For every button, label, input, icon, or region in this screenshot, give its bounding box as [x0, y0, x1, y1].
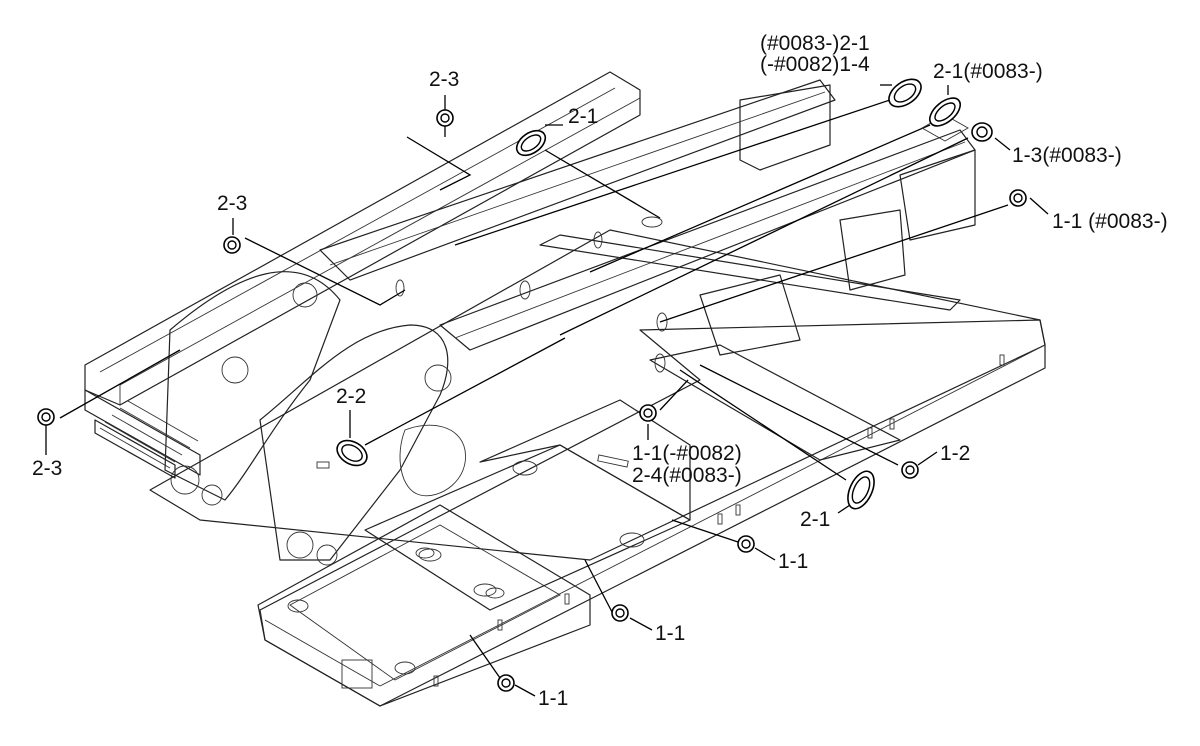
callout-labels: 2-3 2-1 (#0083-)2-1 (-#0082)1-4 2-1(#008… [32, 32, 1168, 710]
oval-grommet-2-2 [336, 439, 368, 467]
grommet-1-1-mid [639, 404, 657, 422]
callout-1-1-middle: 1-1 [655, 622, 685, 645]
callout-2-3-top: 2-3 [429, 68, 459, 91]
callout-2-4-0083: 2-4(#0083-) [632, 464, 742, 487]
leader-lines [45, 84, 1049, 697]
callout-1-1-0082: 1-1(-#0082) [632, 442, 742, 465]
callout-2-1-bottom: 2-1 [800, 508, 830, 531]
callout-2-3-left: 2-3 [217, 192, 247, 215]
grommet-1-1-right [737, 535, 755, 553]
grommet-2-3-top [436, 109, 454, 127]
callout-1-1-right: 1-1 [778, 550, 808, 573]
grommet-1-1-top [1009, 189, 1027, 207]
callout-1-3-0083: 1-3(#0083-) [1012, 144, 1122, 167]
upper-frame-drawing [84, 71, 1046, 707]
oval-grommet-2-1-bottom [847, 470, 875, 510]
callout-1-1-0083: 1-1 (#0083-) [1052, 210, 1168, 233]
part-symbols [37, 78, 1027, 692]
grommet-2-3-bottom [37, 408, 55, 426]
callout-1-2: 1-2 [940, 442, 970, 465]
oval-grommet-2-1-right [921, 97, 969, 142]
callout-1-1-bottom: 1-1 [538, 687, 568, 710]
grommet-1-3 [971, 122, 993, 142]
grommet-2-3-left [223, 236, 241, 254]
grommet-1-2 [901, 461, 919, 479]
callout-0082-1-4: (-#0082)1-4 [760, 53, 870, 76]
oval-grommet-2-1-top [515, 129, 547, 157]
callout-2-1-0083: 2-1(#0083-) [933, 60, 1043, 83]
grommet-1-1-middle [611, 604, 629, 622]
callout-2-3-bottom: 2-3 [32, 457, 62, 480]
oval-grommet-1-4 [888, 78, 922, 108]
callout-0083-2-1: (#0083-)2-1 [760, 32, 870, 55]
callout-2-2: 2-2 [336, 385, 366, 408]
callout-2-1-top: 2-1 [568, 105, 598, 128]
grommet-1-1-bottom [497, 674, 515, 692]
